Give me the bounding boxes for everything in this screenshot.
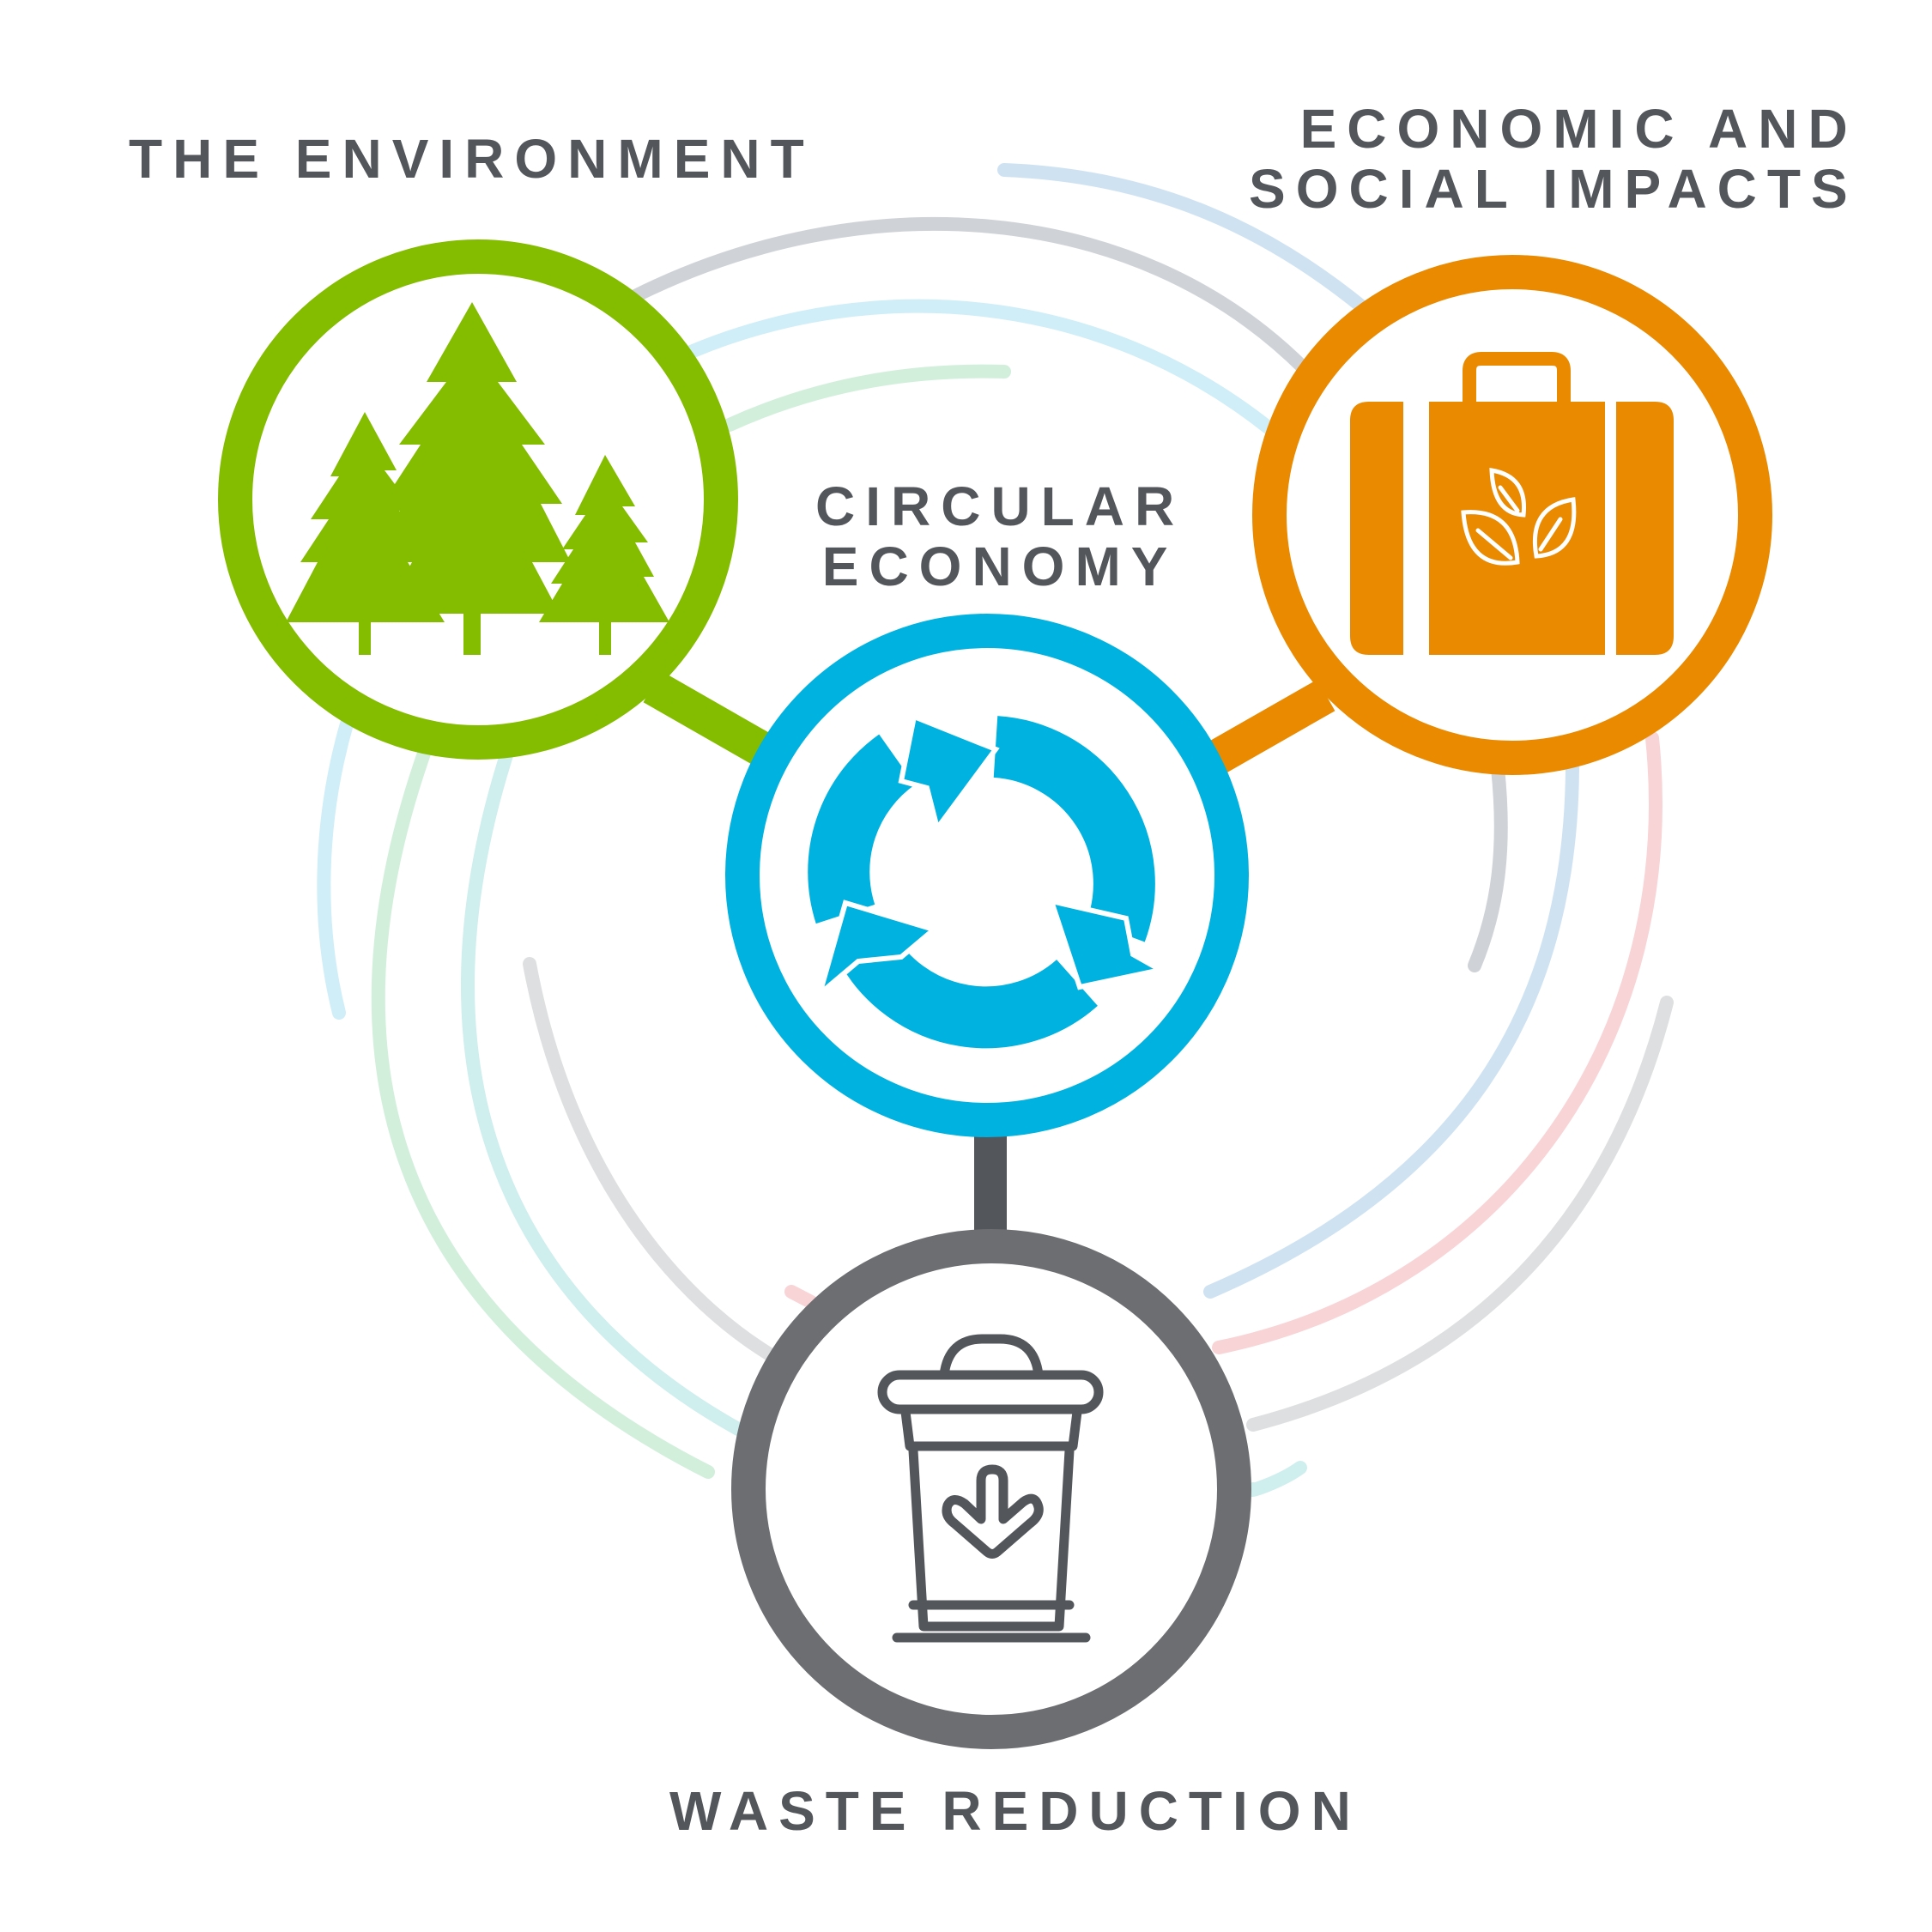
leaves-icon bbox=[1461, 468, 1577, 566]
decorative-arcs bbox=[317, 163, 1674, 1498]
arc-left-green bbox=[371, 744, 715, 1479]
label-waste: WASTE REDUCTION bbox=[669, 1781, 1361, 1841]
node-economic bbox=[1252, 255, 1772, 775]
arc-left-teal bbox=[461, 748, 745, 1436]
arc-top-cyan bbox=[684, 299, 1277, 436]
label-circular-line1: CIRCULAR bbox=[815, 475, 1185, 537]
briefcase-leaf-icon bbox=[1350, 352, 1674, 655]
arc-top-gray bbox=[628, 216, 1311, 376]
label-economic-line1: ECONOMIC AND bbox=[1299, 98, 1858, 160]
arc-top-blue bbox=[997, 163, 1372, 316]
arc-right-teal bbox=[1245, 1461, 1307, 1498]
arc-right-gray bbox=[1468, 761, 1508, 972]
label-circular: CIRCULAR ECONOMY bbox=[815, 476, 1184, 597]
connector-economic bbox=[1196, 679, 1335, 780]
label-environment-text: THE ENVIRONMENT bbox=[129, 128, 815, 190]
arc-top-green bbox=[723, 364, 1011, 432]
arc-right-pink bbox=[1212, 731, 1662, 1354]
trees-icon bbox=[286, 302, 669, 655]
arc-left-pink bbox=[784, 1285, 818, 1309]
node-environment bbox=[218, 239, 738, 760]
label-waste-text: WASTE REDUCTION bbox=[669, 1780, 1361, 1842]
label-economic-line2: SOCIAL IMPACTS bbox=[1249, 158, 1858, 220]
arc-right-lightgray bbox=[1246, 996, 1674, 1432]
label-economic: ECONOMIC AND SOCIAL IMPACTS bbox=[1249, 99, 1858, 219]
connectors bbox=[643, 670, 1335, 1245]
recycle-arrows-icon bbox=[808, 712, 1168, 1049]
label-environment: THE ENVIRONMENT bbox=[129, 129, 815, 189]
arc-left-lightgray bbox=[523, 957, 779, 1363]
node-circular bbox=[725, 614, 1249, 1137]
label-circular-line2: ECONOMY bbox=[821, 536, 1178, 597]
trash-can-icon bbox=[877, 1334, 1104, 1643]
arc-left-cyan bbox=[317, 714, 354, 1020]
node-waste bbox=[731, 1229, 1251, 1749]
connector-environment bbox=[643, 670, 786, 774]
arc-right-blue bbox=[1203, 761, 1579, 1299]
